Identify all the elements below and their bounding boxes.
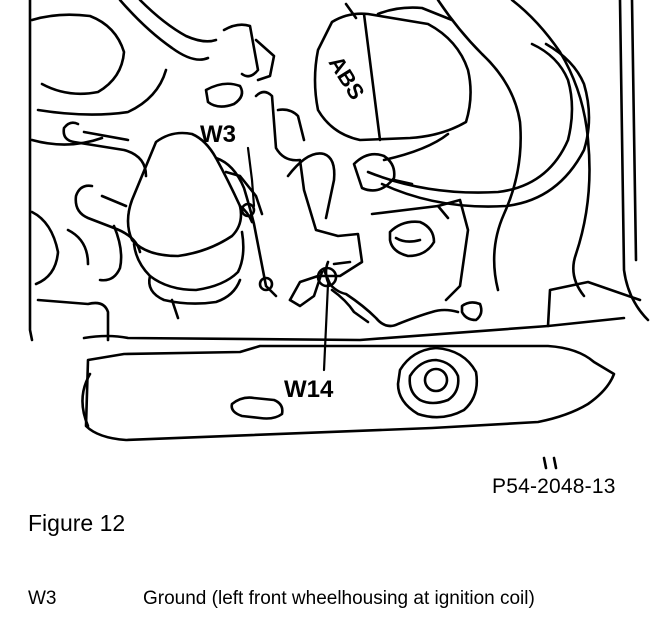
slot bbox=[230, 396, 284, 420]
coil-bracket bbox=[214, 156, 278, 298]
wheelhouse-bolt bbox=[388, 220, 436, 258]
callout-w3: W3 bbox=[200, 121, 236, 148]
abs-unit bbox=[313, 12, 472, 142]
crossmember bbox=[84, 344, 616, 442]
ignition-coil bbox=[126, 131, 243, 258]
leader-w3 bbox=[246, 146, 256, 208]
callout-w14: W14 bbox=[284, 376, 334, 403]
leader-w14 bbox=[322, 282, 330, 372]
round-plug bbox=[396, 346, 479, 419]
abs-hose bbox=[352, 152, 396, 192]
right-panel bbox=[436, 0, 522, 292]
figure-code: P54-2048-13 bbox=[492, 475, 616, 498]
abs-unit-label: ABS bbox=[324, 51, 370, 104]
upper-left-component bbox=[30, 13, 126, 96]
figure-caption: Figure 12 bbox=[28, 510, 126, 536]
lower-edge bbox=[82, 316, 626, 342]
bracket-plate bbox=[254, 90, 364, 302]
frame-border bbox=[28, 0, 34, 342]
legend-description: Ground (left front wheelhousing at ignit… bbox=[143, 588, 535, 609]
legend-code: W3 bbox=[28, 588, 57, 609]
fuel-line bbox=[62, 121, 148, 178]
legend-row: W3 Ground (left front wheelhousing at ig… bbox=[28, 588, 648, 614]
engine-bay-illustration: W3 W14 ABS bbox=[28, 0, 650, 470]
hose-clip bbox=[204, 82, 244, 108]
hose-top bbox=[118, 0, 210, 61]
